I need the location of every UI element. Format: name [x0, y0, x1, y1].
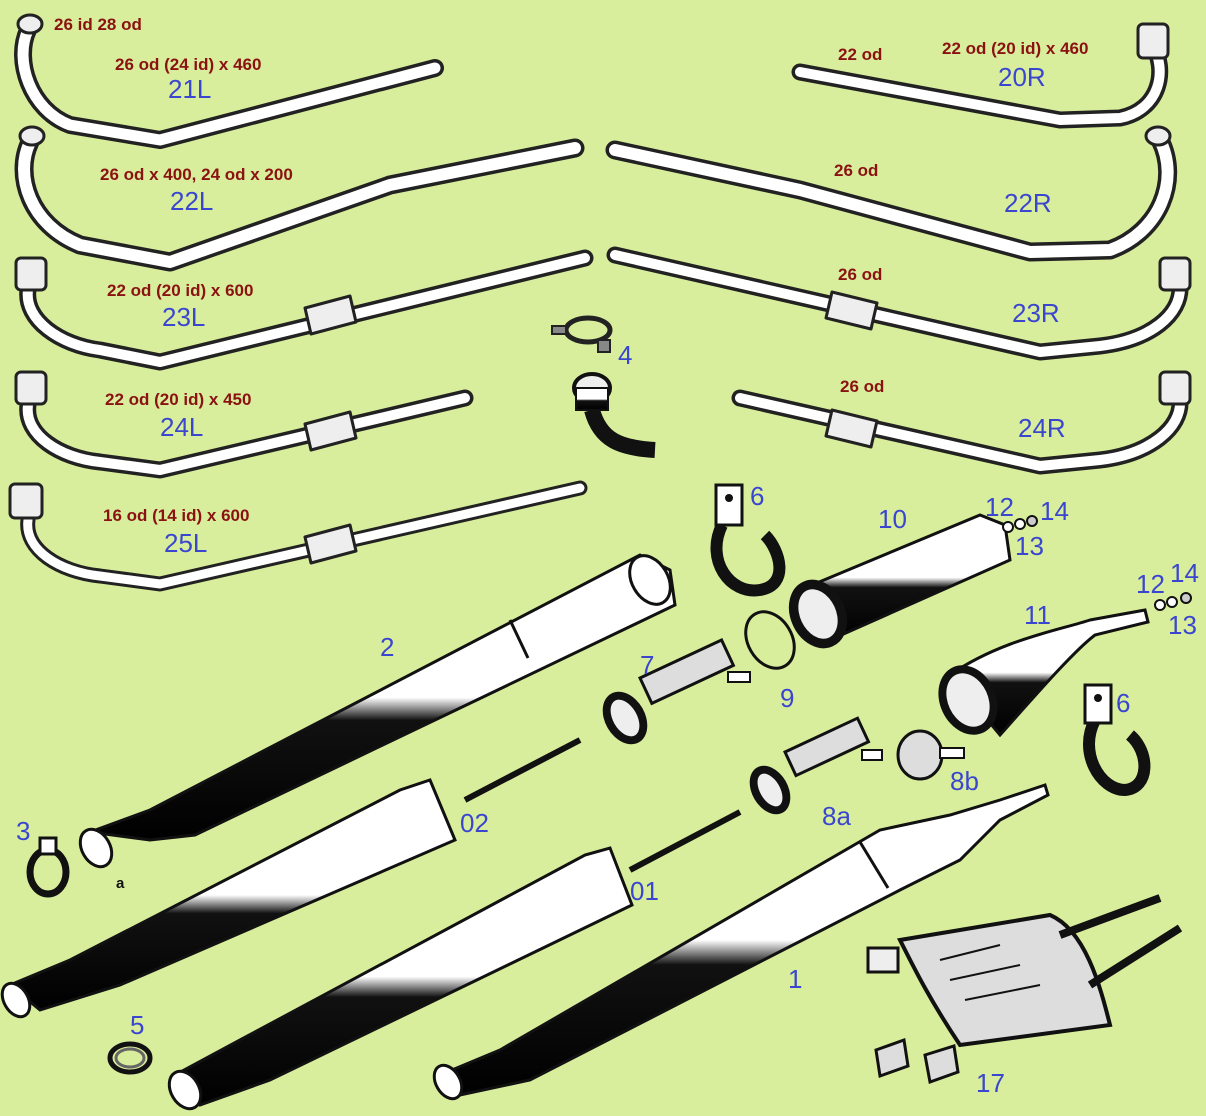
ring-9 [744, 610, 796, 670]
label-22R: 22R [1004, 188, 1052, 218]
label-5: 5 [130, 1010, 145, 1040]
rod-01 [628, 809, 742, 873]
clamp-3 [26, 836, 70, 898]
pipe-20R [791, 22, 1170, 129]
label-6-top: 6 [750, 481, 765, 511]
rod-02 [463, 737, 582, 803]
label-13-top: 13 [1015, 531, 1044, 561]
label-21L: 21L [168, 74, 212, 104]
dim-23R: 26 od [838, 265, 883, 284]
dim-20R-b: 22 od (20 id) x 460 [942, 39, 1089, 58]
muffler-17 [866, 894, 1183, 1085]
dim-25L: 16 od (14 id) x 600 [103, 506, 250, 525]
label-8b: 8b [950, 766, 979, 796]
label-14-right: 14 [1170, 558, 1199, 588]
label-10: 10 [878, 504, 907, 534]
silencer-01 [167, 846, 634, 1111]
silencer-1 [432, 783, 1050, 1101]
dim-24L: 22 od (20 id) x 450 [105, 390, 252, 409]
pipe-22L [14, 125, 585, 272]
label-14-top: 14 [1040, 496, 1069, 526]
insert-7 [602, 637, 751, 745]
dim-20R-a: 22 od [838, 45, 883, 64]
insert-8b [896, 729, 965, 781]
pipe-21L [14, 13, 444, 149]
label-20R: 20R [998, 62, 1046, 92]
label-8a: 8a [822, 801, 851, 831]
dim-22L: 26 od x 400, 24 od x 200 [100, 165, 293, 184]
label-17: 17 [976, 1068, 1005, 1098]
clamp-6-top [710, 483, 786, 597]
label-4: 4 [618, 340, 633, 370]
dim-21L-end: 26 id 28 od [54, 15, 142, 34]
dim-22R: 26 od [834, 161, 879, 180]
pipe-bend [572, 372, 656, 458]
dim-21L: 26 od (24 id) x 460 [115, 55, 262, 74]
dim-24R: 26 od [840, 377, 885, 396]
clamp-5 [107, 1041, 153, 1075]
pipe-24L [14, 370, 474, 479]
label-13-right: 13 [1168, 610, 1197, 640]
dim-23L: 22 od (20 id) x 600 [107, 281, 254, 300]
pipe-23L [14, 249, 594, 371]
clamp-4 [551, 315, 613, 353]
washers-12-14-top [1002, 515, 1038, 533]
label-01: 01 [630, 876, 659, 906]
silencer-02 [0, 778, 457, 1019]
washers-12-14-right [1154, 592, 1192, 611]
label-9: 9 [780, 683, 795, 713]
label-3: 3 [16, 816, 31, 846]
label-12-right: 12 [1136, 569, 1165, 599]
label-24L: 24L [160, 412, 204, 442]
can-10 [788, 513, 1012, 649]
label-24R: 24R [1018, 413, 1066, 443]
label-2: 2 [380, 632, 395, 662]
cone-11 [938, 608, 1150, 738]
label-22L: 22L [170, 186, 214, 216]
label-23L: 23L [162, 302, 206, 332]
clamp-6-right [1083, 683, 1151, 797]
label-1: 1 [788, 964, 803, 994]
label-11: 11 [1024, 600, 1051, 630]
pipe-22R [605, 125, 1178, 262]
pipe-24R [731, 370, 1192, 475]
label-23R: 23R [1012, 298, 1060, 328]
pipe-25L [8, 480, 588, 592]
label-02: 02 [460, 808, 489, 838]
label-7: 7 [640, 650, 655, 680]
label-a: a [116, 875, 125, 892]
label-6-right: 6 [1116, 688, 1131, 718]
insert-8a [749, 716, 883, 815]
label-25L: 25L [164, 528, 208, 558]
label-12-top: 12 [985, 492, 1014, 522]
pipe-23R [606, 246, 1192, 361]
silencer-2 [78, 553, 677, 869]
